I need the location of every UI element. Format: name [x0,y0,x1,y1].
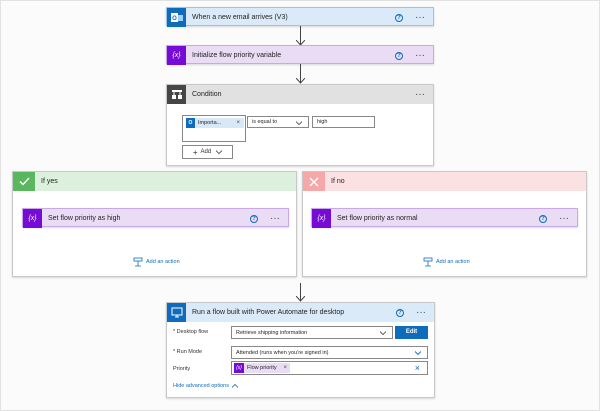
priority-label: Priority [173,366,191,372]
condition-value: high [317,119,328,125]
init-variable-card[interactable]: {x} Initialize flow priority variable ? … [166,45,434,65]
if-yes-branch: If yes {x} Set flow priority as high ? ·… [12,171,297,277]
priority-input[interactable]: {x} Flow priority × × [231,361,428,375]
chevron-down-icon [380,331,386,336]
run-mode-label: * Run Mode [173,349,203,355]
plus-icon: + [192,147,198,157]
step-title: Condition [192,91,222,98]
desktop-flow-label: * Desktop flow [173,329,209,335]
step-title: Set flow priority as normal [337,215,418,222]
chevron-down-icon [415,351,421,356]
help-icon[interactable]: ? [395,13,403,22]
condition-card[interactable]: Condition ··· O Importa... × is equal to… [166,84,434,166]
flow-arrow [296,26,306,46]
add-action-label: Add an action [436,259,470,265]
edit-button[interactable]: Edit [395,326,428,339]
token-label: Importa... [198,120,222,126]
chevron-down-icon [296,121,302,126]
outlook-icon: O [167,8,186,27]
condition-token-field[interactable]: O Importa... × [182,115,246,142]
token-label: Flow priority [247,365,277,371]
more-options-icon[interactable]: ··· [559,212,569,224]
operator-value: is equal to [252,119,278,125]
add-action-label: Add an action [146,259,180,265]
add-action-icon [133,257,143,267]
add-condition-button[interactable]: + Add [182,145,233,159]
add-an-action-link[interactable]: Add an action [133,257,180,267]
more-options-icon[interactable]: ··· [415,88,425,100]
variable-icon: {x} [234,363,244,373]
outlook-icon: O [186,118,195,128]
run-mode-value: Attended (runs when you're signed in) [236,349,329,356]
help-icon[interactable]: ? [539,214,547,223]
more-options-icon[interactable]: ··· [415,49,425,61]
variable-icon: {x} [167,46,186,65]
more-options-icon[interactable]: ··· [270,212,280,224]
chevron-down-icon [216,150,223,155]
add-action-icon [423,257,433,267]
advanced-label: Hide advanced options [173,383,229,389]
branch-title: If yes [41,178,58,185]
step-title: When a new email arrives (V3) [192,14,288,21]
step-title: Set flow priority as high [48,215,121,222]
help-icon[interactable]: ? [250,214,258,223]
run-mode-dropdown[interactable]: Attended (runs when you're signed in) [231,346,428,359]
condition-value-input[interactable]: high [312,116,375,128]
desktop-flow-value: Retrieve shipping information [236,329,308,336]
more-options-icon[interactable]: ··· [416,306,426,318]
remove-token-icon[interactable]: × [283,365,287,371]
hide-advanced-options-link[interactable]: Hide advanced options [173,383,238,389]
more-options-icon[interactable]: ··· [415,11,425,23]
set-priority-high-card[interactable]: {x} Set flow priority as high ? ··· [22,208,289,228]
variable-icon: {x} [23,209,42,228]
email-trigger-card[interactable]: O When a new email arrives (V3) ? ··· [166,7,434,27]
operator-dropdown[interactable]: is equal to [247,116,309,128]
close-icon [303,172,325,191]
step-title: Initialize flow priority variable [192,52,282,59]
help-icon[interactable]: ? [395,51,403,60]
desktop-flow-dropdown[interactable]: Retrieve shipping information [231,326,393,339]
remove-token-icon[interactable]: × [236,120,240,126]
checkmark-icon [13,172,35,191]
if-no-branch: If no {x} Set flow priority as normal ? … [302,171,587,277]
add-an-action-link[interactable]: Add an action [423,257,470,267]
add-label: Add [200,149,212,155]
flow-arrow [296,64,306,84]
dynamic-token[interactable]: O Importa... × [186,118,244,128]
branch-title: If no [331,178,345,185]
step-title: Run a flow built with Power Automate for… [192,309,345,316]
help-icon[interactable]: ? [396,308,404,317]
variable-icon: {x} [312,209,331,228]
desktop-flow-card[interactable]: Run a flow built with Power Automate for… [166,302,435,398]
set-priority-normal-card[interactable]: {x} Set flow priority as normal ? ··· [311,208,578,228]
dynamic-token[interactable]: {x} Flow priority × [234,363,290,373]
svg-text:O: O [172,16,177,22]
desktop-flow-icon [167,303,186,322]
chevron-up-icon [231,383,238,388]
clear-icon[interactable]: × [414,363,420,373]
flow-arrow [296,283,306,302]
condition-icon [167,85,186,104]
